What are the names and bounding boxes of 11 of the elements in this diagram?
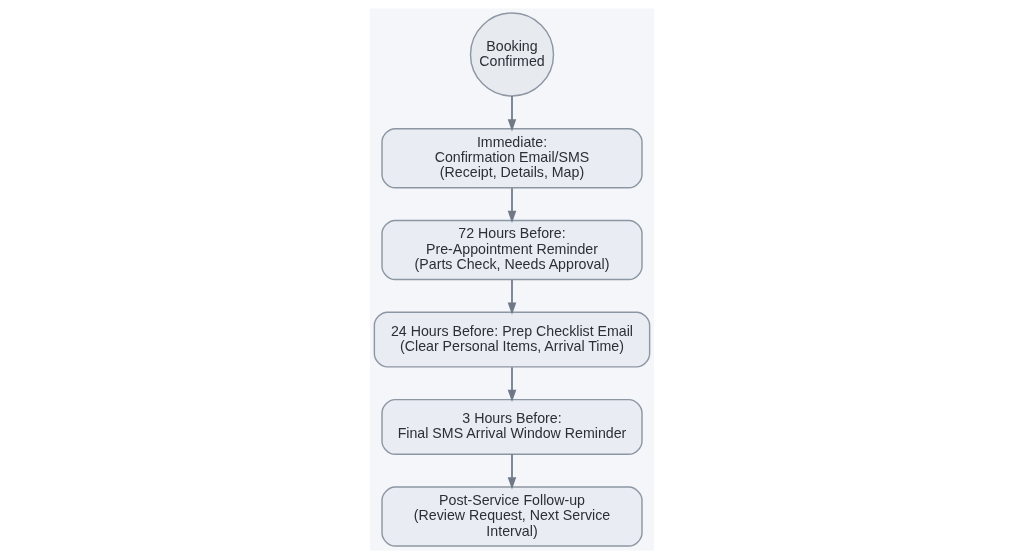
node-circle: Booking Confirmed (469, 12, 555, 97)
arrow (507, 95, 517, 132)
node-box: 3 Hours Before: Final SMS Arrival Window Reminder (381, 398, 643, 455)
arrow (507, 187, 517, 224)
node-box: Post-Service Follow-up (Review Request, Next Service Interval) (381, 486, 643, 547)
node-box: 24 Hours Before: Prep Checklist Email (Clear Personal Items, Arrival Time) (373, 311, 651, 368)
node-box: Immediate: Confirmation Email/SMS (Receipt, Details, Map) (381, 128, 643, 189)
arrow (507, 453, 517, 490)
arrow (507, 278, 517, 315)
node-box: 72 Hours Before: Pre-Appointment Reminder (Parts Check, Needs Approval) (381, 219, 643, 281)
arrow (507, 366, 517, 403)
